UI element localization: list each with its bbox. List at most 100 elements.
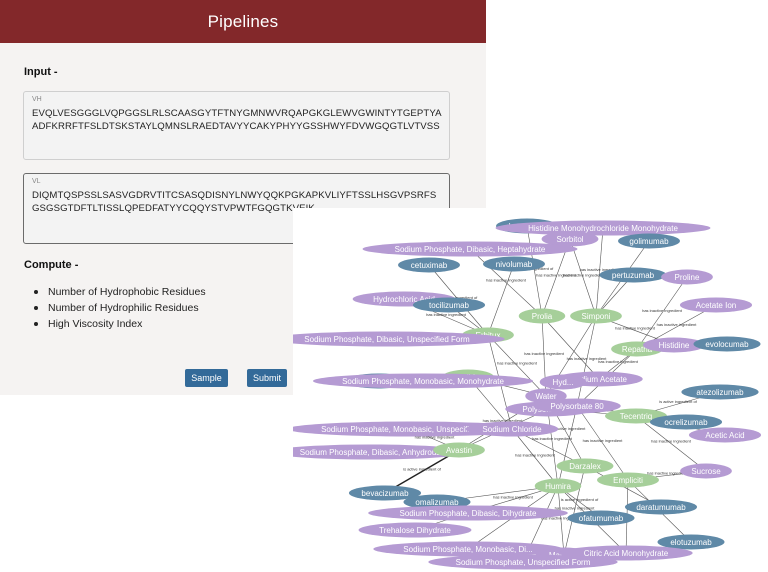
graph-edge-label: has inactive ingredient — [486, 278, 527, 283]
graph-node-shape[interactable] — [681, 384, 759, 400]
graph-node-shape[interactable] — [534, 478, 582, 494]
graph-node-label: ofatumumab — [579, 514, 624, 523]
graph-node-trehal[interactable]: Trehalose Dihydrate — [358, 522, 472, 538]
vl-sequence-text: DIQMTQSPSSLSASVGDRVTITCSASQDISNYLNWYQQKP… — [32, 190, 437, 214]
graph-node-shape[interactable] — [293, 444, 470, 460]
graph-node-daratum[interactable]: daratumumab — [624, 499, 698, 515]
graph-node-shape[interactable] — [398, 257, 460, 273]
graph-edge — [511, 428, 559, 487]
graph-node-simponi[interactable]: Simponi — [570, 308, 622, 324]
graph-node-darzalex[interactable]: Darzalex — [556, 458, 614, 474]
graph-node-shape[interactable] — [518, 308, 566, 324]
graph-node-spmm[interactable]: Sodium Phosphate, Monobasic, Monohydrate — [313, 373, 533, 389]
graph-node-shape[interactable] — [541, 231, 599, 247]
graph-node-shape[interactable] — [567, 510, 635, 526]
graph-node-shape[interactable] — [657, 534, 725, 550]
compute-options-list: Number of Hydrophobic Residues Number of… — [34, 284, 206, 332]
vh-sequence-text: EVQLVESGGGLVQPGGSLRLSCAASGYTFTNYGMNWVRQA… — [32, 108, 442, 132]
graph-node-shape[interactable] — [539, 374, 587, 390]
graph-edge-label: has inactive ingredient — [483, 418, 524, 423]
graph-node-histmono[interactable]: Histidine Monohydrochloride Monohydrate — [495, 220, 711, 236]
graph-node-elotuz[interactable]: elotuzumab — [657, 534, 725, 550]
graph-node-prolia[interactable]: Prolia — [518, 308, 566, 324]
graph-node-shape[interactable] — [599, 267, 667, 283]
sample-button[interactable]: Sample — [185, 369, 228, 387]
graph-node-shape[interactable] — [465, 421, 559, 437]
graph-node-shape[interactable] — [688, 427, 762, 443]
graph-node-spdu[interactable]: Sodium Phosphate, Dibasic, Unspecified F… — [293, 331, 505, 347]
graph-node-nivol[interactable]: nivolumab — [483, 256, 545, 272]
graph-node-empliciti[interactable]: Empliciti — [597, 472, 659, 488]
graph-node-shape[interactable] — [570, 308, 622, 324]
graph-node-label: Sodium Acetate — [571, 375, 628, 384]
graph-node-spbot[interactable]: Sodium Phosphate, Unspecified Form — [428, 554, 618, 570]
graph-node-spda[interactable]: Sodium Phosphate, Dibasic, Anhydrous — [293, 444, 470, 460]
graph-node-ocrel[interactable]: ocrelizumab — [649, 414, 723, 430]
graph-node-shape[interactable] — [428, 554, 618, 570]
graph-node-citric[interactable]: Citric Acid Monohydrate — [559, 545, 693, 561]
graph-node-ps80[interactable]: Polysorbate 80 — [533, 398, 621, 414]
graph-edge-label: has inactive ingredient — [532, 436, 573, 441]
graph-node-acetic[interactable]: Acetic Acid — [688, 427, 762, 443]
graph-node-label: ocrelizumab — [664, 418, 708, 427]
graph-node-acetion[interactable]: Acetate Ion — [679, 297, 753, 313]
graph-node-shape[interactable] — [313, 373, 533, 389]
graph-node-avastin[interactable]: Avastin — [433, 442, 485, 458]
graph-node-shape[interactable] — [597, 472, 659, 488]
graph-node-sodchl[interactable]: Sodium Chloride — [465, 421, 559, 437]
graph-node-shape[interactable] — [679, 297, 753, 313]
graph-node-shape[interactable] — [649, 414, 723, 430]
graph-node-shape[interactable] — [373, 541, 563, 557]
knowledge-graph-panel[interactable]: has inactive ingredient has inactive ingr… — [293, 208, 768, 572]
graph-edge-label: has inactive ingredient — [546, 426, 587, 431]
graph-node-tocil[interactable]: tocilizumab — [412, 297, 486, 313]
graph-node-bevaciz[interactable]: bevacizumab — [348, 485, 422, 501]
graph-node-shape[interactable] — [624, 499, 698, 515]
graph-node-shape[interactable] — [618, 233, 680, 249]
graph-node-proline[interactable]: Proline — [661, 269, 713, 285]
vh-sequence-field[interactable]: VH EVQLVESGGGLVQPGGSLRLSCAASGYTFTNYGMNWV… — [23, 91, 450, 160]
graph-node-shape[interactable] — [559, 545, 693, 561]
graph-node-pertuz[interactable]: pertuzumab — [599, 267, 667, 283]
graph-node-shape[interactable] — [293, 331, 505, 347]
graph-edge — [569, 238, 597, 317]
submit-button[interactable]: Submit — [247, 369, 287, 387]
knowledge-graph[interactable]: has inactive ingredient has inactive ingr… — [293, 208, 768, 572]
graph-node-shape[interactable] — [412, 297, 486, 313]
graph-node-shape[interactable] — [643, 337, 705, 353]
graph-node-sucrose[interactable]: Sucrose — [680, 463, 732, 479]
graph-node-shape[interactable] — [661, 269, 713, 285]
graph-node-histidine[interactable]: Histidine — [643, 337, 705, 353]
graph-node-label: Hydrochloric Acid — [373, 295, 435, 304]
graph-node-sorbitol[interactable]: Sorbitol — [541, 231, 599, 247]
graph-node-shape[interactable] — [483, 256, 545, 272]
graph-node-spdd[interactable]: Sodium Phosphate, Dibasic, Dihydrate — [368, 505, 568, 521]
graph-node-atezo[interactable]: atezolizumab — [681, 384, 759, 400]
graph-node-humira[interactable]: Humira — [534, 478, 582, 494]
graph-node-golim[interactable]: golimumab — [618, 233, 680, 249]
graph-node-shape[interactable] — [495, 220, 711, 236]
graph-node-shape[interactable] — [368, 505, 568, 521]
graph-node-label: cetuximab — [411, 261, 448, 270]
graph-node-hyd[interactable]: Hyd... — [539, 374, 587, 390]
graph-node-shape[interactable] — [605, 408, 667, 424]
graph-node-label: Sodium Phosphate, Dibasic, Dihydrate — [400, 509, 538, 518]
graph-node-spdh[interactable]: Sodium Phosphate, Dibasic, Heptahydrate — [362, 241, 578, 257]
graph-edge-label: has inactive ingredient — [563, 273, 604, 278]
graph-node-shape[interactable] — [358, 522, 472, 538]
graph-edge — [635, 415, 707, 472]
graph-node-shape[interactable] — [433, 442, 485, 458]
graph-node-shape[interactable] — [348, 485, 422, 501]
graph-node-label: Sodium Phosphate, Monobasic, Unspecified… — [321, 425, 499, 434]
graph-node-evoloc[interactable]: evolocumab — [693, 336, 761, 352]
graph-node-shape[interactable] — [680, 463, 732, 479]
graph-node-label: evolocumab — [705, 340, 749, 349]
graph-node-spmd[interactable]: Sodium Phosphate, Monobasic, Di... — [373, 541, 563, 557]
graph-node-ofatum[interactable]: ofatumumab — [567, 510, 635, 526]
graph-node-cetux[interactable]: cetuximab — [398, 257, 460, 273]
graph-node-shape[interactable] — [533, 398, 621, 414]
graph-node-shape[interactable] — [556, 458, 614, 474]
graph-node-shape[interactable] — [693, 336, 761, 352]
graph-node-tecentriq[interactable]: Tecentriq — [605, 408, 667, 424]
graph-node-shape[interactable] — [362, 241, 578, 257]
